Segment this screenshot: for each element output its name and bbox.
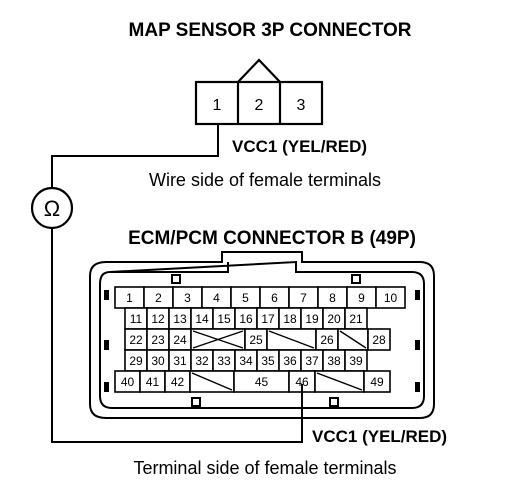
terminal-label-30: 30 (151, 354, 165, 368)
terminal-label-24: 24 (173, 333, 187, 347)
terminal-label-1: 1 (126, 291, 133, 305)
terminal-10 (375, 286, 406, 309)
terminal-49 (363, 370, 391, 393)
terminal-label-38: 38 (327, 354, 341, 368)
terminal-label-42: 42 (171, 375, 185, 389)
terminal-label-36: 36 (283, 354, 297, 368)
ohm-symbol: Ω (44, 196, 60, 221)
map-pin-1: 1 (213, 97, 222, 114)
blank-cavity-mark (316, 372, 363, 391)
terminal-label-41: 41 (146, 375, 160, 389)
ohmmeter-icon (30, 186, 74, 230)
blank-cavity-mark (191, 372, 233, 391)
terminal-label-15: 15 (217, 312, 231, 326)
terminal-label-35: 35 (261, 354, 275, 368)
terminal-label-16: 16 (239, 312, 253, 326)
terminal-label-20: 20 (327, 312, 341, 326)
test-lead (51, 124, 219, 188)
terminal-label-25: 25 (249, 333, 263, 347)
terminal-label-23: 23 (151, 333, 165, 347)
terminal-label-21: 21 (349, 312, 363, 326)
terminal-label-2: 2 (155, 291, 162, 305)
terminal-label-22: 22 (129, 333, 143, 347)
terminal-label-4: 4 (213, 291, 220, 305)
terminal-label-45: 45 (255, 375, 269, 389)
terminal-label-31: 31 (173, 354, 187, 368)
terminal-label-37: 37 (305, 354, 319, 368)
ecm-connector-housing (89, 251, 435, 419)
map-connector (194, 58, 324, 126)
terminal-label-3: 3 (184, 291, 191, 305)
terminal-28 (367, 328, 391, 351)
terminal-label-17: 17 (261, 312, 275, 326)
terminal-label-13: 13 (173, 312, 187, 326)
terminal-label-9: 9 (358, 291, 365, 305)
terminal-label-33: 33 (217, 354, 231, 368)
blank-cavity-mark (268, 330, 315, 349)
terminal-label-26: 26 (320, 333, 334, 347)
terminal-label-12: 12 (151, 312, 165, 326)
map-pin-2: 2 (255, 97, 264, 114)
terminal-label-19: 19 (305, 312, 319, 326)
ecm-side-latches (104, 290, 420, 392)
terminal-label-28: 28 (372, 333, 386, 347)
terminal-label-6: 6 (271, 291, 278, 305)
terminal-label-11: 11 (130, 312, 143, 326)
blank-cavity-mark (339, 330, 367, 349)
terminal-label-29: 29 (129, 354, 143, 368)
map-wire-label: VCC1 (YEL/RED) (232, 137, 367, 156)
terminal-label-40: 40 (121, 375, 135, 389)
terminal-label-10: 10 (384, 291, 398, 305)
blank-cavity-mark (192, 330, 244, 349)
terminal-label-14: 14 (195, 312, 209, 326)
terminal-label-7: 7 (300, 291, 307, 305)
terminal-label-49: 49 (370, 375, 384, 389)
terminal-label-34: 34 (239, 354, 253, 368)
terminal-label-18: 18 (283, 312, 297, 326)
terminal-label-8: 8 (329, 291, 336, 305)
map-pin-3: 3 (297, 97, 306, 114)
terminal-label-39: 39 (349, 354, 363, 368)
terminal-label-46: 46 (295, 375, 309, 389)
ecm-view-caption: Terminal side of female terminals (133, 458, 396, 478)
ecm-connector-title: ECM/PCM CONNECTOR B (49P) (128, 228, 416, 249)
map-view-caption: Wire side of female terminals (149, 170, 381, 190)
map-connector-title: MAP SENSOR 3P CONNECTOR (129, 20, 412, 41)
terminal-label-32: 32 (195, 354, 209, 368)
terminal-label-5: 5 (242, 291, 249, 305)
ecm-wire-label: VCC1 (YEL/RED) (312, 427, 447, 446)
